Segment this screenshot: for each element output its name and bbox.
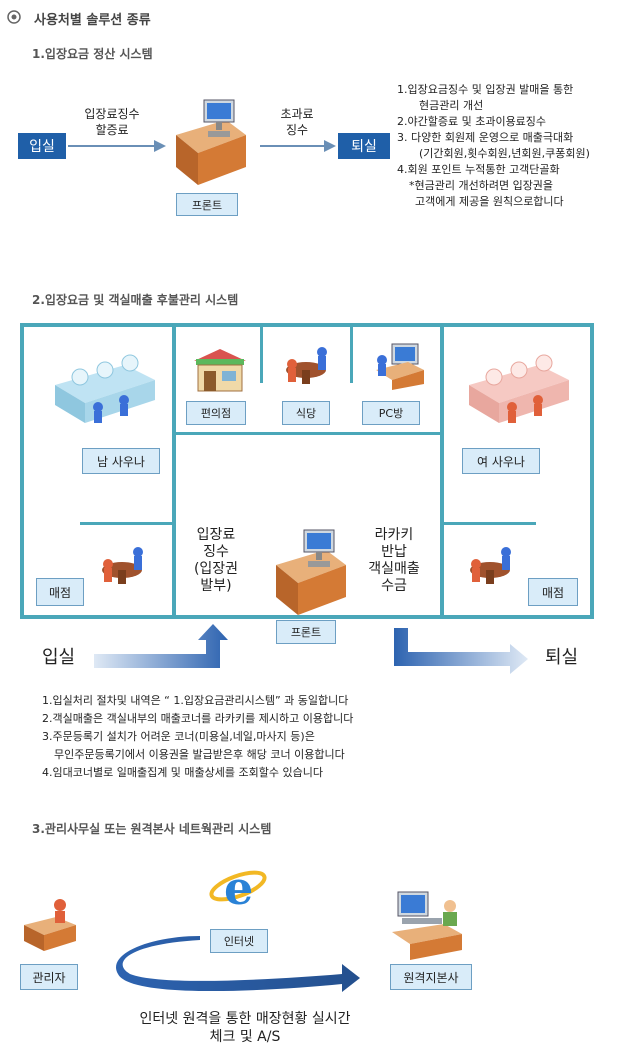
pc-room-label: PC방 (362, 401, 420, 425)
convenience-store-icon (194, 349, 246, 392)
arrow-right-icon (68, 140, 166, 152)
corner-divider-1 (260, 323, 263, 383)
manager-label: 관리자 (20, 964, 78, 990)
store-divider-left (80, 522, 176, 525)
female-sauna-left-wall (440, 323, 444, 619)
convenience-store-label: 편의점 (186, 401, 246, 425)
section2-title: 2.입장요금 및 객실매출 후불관리 시스템 (32, 293, 239, 307)
store-left-icon (102, 547, 143, 584)
section1-notes: 1.입장요금징수 및 입장권 발매을 통한 현금관리 개선 2.야간할증료 및 … (397, 83, 590, 208)
internet-explorer-icon: e (209, 861, 267, 915)
target-icon (7, 10, 21, 24)
remote-office-label: 원격지본사 (390, 964, 472, 990)
section3-title: 3.관리사무실 또는 원격본사 네트웍관리 시스템 (32, 822, 272, 836)
restaurant-table-icon (286, 347, 327, 384)
floor-frame-top (20, 323, 594, 327)
network-arc-arrow-icon (116, 936, 361, 992)
male-sauna-label: 남 사우나 (82, 448, 160, 474)
corner-divider-2 (350, 323, 353, 383)
floor-frame-right (590, 323, 594, 619)
corridor-line (172, 432, 444, 435)
entry-box: 입실 (18, 133, 66, 159)
floor-frame-bottom (20, 615, 594, 619)
store-left-label: 매점 (36, 578, 84, 606)
front-desk-icon (176, 99, 246, 185)
remote-office-computer-icon (392, 891, 462, 960)
entry-label: 입실 (42, 647, 76, 668)
exit-label: 퇴실 (545, 647, 579, 668)
internet-label: 인터넷 (210, 929, 268, 953)
store-right-icon (470, 547, 511, 584)
exit-box: 퇴실 (338, 133, 390, 159)
center-front-label: 프론트 (276, 620, 336, 644)
svg-text:e: e (224, 861, 253, 915)
page-title: 사용처별 솔루션 종류 (34, 13, 151, 28)
network-caption: 인터넷 원격을 통한 매장현황 실시간 체크 및 A/S (139, 1011, 351, 1045)
section2-notes: 1.입실처리 절차및 내역은 “ 1.입장요금관리시스템” 과 동일합니다 2.… (42, 694, 354, 779)
front-label: 프론트 (176, 193, 238, 216)
female-sauna-label: 여 사우나 (462, 448, 540, 474)
front-desk-icon (276, 529, 346, 615)
store-right-label: 매점 (528, 578, 578, 606)
entry-flow-arrow-icon (94, 624, 228, 668)
exit-flow-arrow-icon (394, 628, 528, 674)
female-sauna-bath-icon (469, 354, 569, 423)
male-sauna-bath-icon (55, 354, 155, 423)
arrow-right-icon (260, 140, 336, 152)
manager-desk-icon (24, 899, 76, 951)
floor-frame-left (20, 323, 24, 619)
store-divider-right (440, 522, 536, 525)
restaurant-label: 식당 (282, 401, 330, 425)
section1-title: 1.입장요금 정산 시스템 (32, 47, 153, 61)
pc-room-icon (376, 343, 424, 390)
male-sauna-right-wall (172, 323, 176, 619)
